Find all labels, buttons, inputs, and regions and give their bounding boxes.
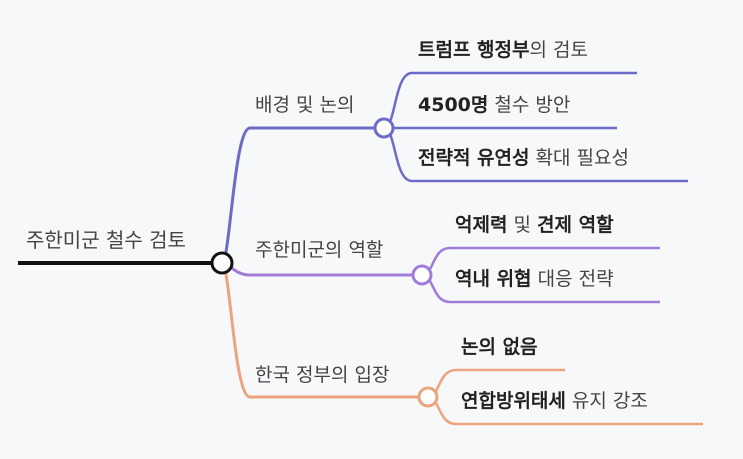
leaf-emphasis-text: 전략적 유연성	[418, 147, 530, 169]
leaf-node-label: 트럼프 행정부의 검토	[418, 38, 588, 62]
leaf-text: 유지 강조	[565, 390, 648, 412]
branch-node-toggle[interactable]	[373, 117, 395, 139]
leaf-node-label: 논의 없음	[461, 335, 538, 359]
leaf-emphasis-text: 견제 역할	[537, 214, 614, 236]
branch-node-toggle[interactable]	[411, 264, 433, 286]
branch-label-korea-position: 한국 정부의 입장	[255, 364, 390, 386]
leaf-text: 및	[507, 214, 538, 236]
leaf-text: 대응 전략	[531, 268, 614, 290]
branch-label-role: 주한미군의 역할	[255, 239, 384, 261]
leaf-text: 확대 필요성	[529, 147, 629, 169]
leaf-node-label: 역내 위협 대응 전략	[455, 267, 614, 291]
leaf-emphasis-text: 연합방위태세	[461, 390, 566, 412]
leaf-emphasis-text: 논의 없음	[461, 336, 538, 358]
leaf-node-label: 억제력 및 견제 역할	[455, 213, 614, 237]
leaf-node-label: 4500명 철수 방안	[418, 93, 570, 117]
leaf-emphasis-text: 역내 위협	[455, 268, 532, 290]
branch-node-toggle[interactable]	[417, 386, 439, 408]
leaf-text: 의 검토	[529, 39, 588, 61]
leaf-emphasis-text: 억제력	[455, 214, 508, 236]
leaf-node-label: 전략적 유연성 확대 필요성	[418, 146, 629, 170]
leaf-node-label: 연합방위태세 유지 강조	[461, 389, 648, 413]
branch-connector	[221, 261, 422, 277]
leaf-text: 철수 방안	[488, 94, 571, 116]
root-node-label: 주한미군 철수 검토	[26, 228, 186, 252]
branch-label-background: 배경 및 논의	[255, 94, 355, 116]
leaf-emphasis-text: 4500명	[418, 94, 489, 116]
leaf-emphasis-text: 트럼프 행정부	[418, 39, 530, 61]
root-node-toggle[interactable]	[210, 251, 234, 275]
